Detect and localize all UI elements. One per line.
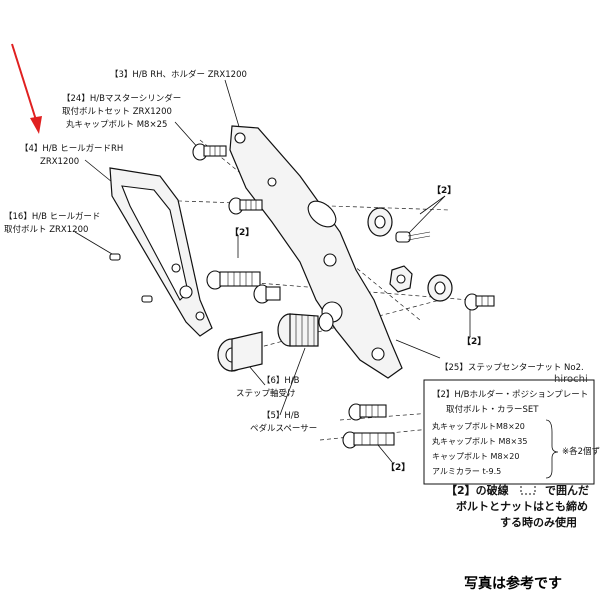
label-heel-guard-rh-2: ZRX1200 xyxy=(40,157,79,167)
label-center-nut: 【25】ステップセンターナット No2. xyxy=(440,363,584,373)
label-heel-guard-bolt-1: 【16】H/B ヒールガード xyxy=(4,211,100,222)
set-box-title-1: 【2】H/Bホルダー・ポジションプレート xyxy=(432,389,588,400)
heel-guard-bolt xyxy=(109,253,153,303)
label-ref-2-mid: 【2】 xyxy=(230,227,254,238)
label-master-cylinder-3: 丸キャップボルト M8×25 xyxy=(66,119,167,130)
footnote-line-1: 【2】の破線 xyxy=(446,483,509,497)
lower-bolt-set xyxy=(342,403,395,449)
brace-icon xyxy=(545,419,559,479)
label-heel-guard-bolt-2: 取付ボルト ZRX1200 xyxy=(4,224,88,235)
footnote-line-2: ボルトとナットはとも締め xyxy=(456,499,588,513)
label-step-bearing-2: ステップ軸受け xyxy=(236,388,296,399)
label-pedal-spacer-1: 【5】H/B xyxy=(262,411,300,421)
label-step-bearing-1: 【6】H/B xyxy=(262,376,300,386)
heel-guard-plate xyxy=(109,167,213,337)
set-box-item-1: 丸キャップボルトM8×20 xyxy=(432,421,525,431)
bolt-set-box xyxy=(423,379,595,485)
dashed-box-icon xyxy=(520,483,536,495)
center-nut xyxy=(389,265,453,302)
master-cylinder-bolt xyxy=(192,143,263,215)
footnote-line-3: する時のみ使用 xyxy=(500,515,577,529)
cap-bolt-right xyxy=(464,293,495,311)
label-ref-2-bottom: 【2】 xyxy=(386,462,410,473)
label-master-cylinder-1: 【24】H/Bマスターシリンダー xyxy=(62,93,181,104)
leader-lines xyxy=(74,79,471,463)
reference-note: 写真は参考です xyxy=(464,575,562,592)
footnote-line-1b: で囲んだ xyxy=(545,484,589,497)
label-heel-guard-rh-1: 【4】H/B ヒールガードRH xyxy=(20,143,123,154)
step-bearing xyxy=(217,331,263,372)
label-ref-2-right: 【2】 xyxy=(462,336,486,347)
aluminum-collar xyxy=(367,207,431,243)
position-plate-bolt xyxy=(206,270,281,304)
pedal-spacer xyxy=(277,312,334,347)
label-pedal-spacer-2: ペダルスペーサー xyxy=(250,423,317,434)
watermark: hirochi xyxy=(554,374,588,385)
set-box-item-4: アルミカラー t-9.5 xyxy=(432,467,501,476)
label-holder-rh: 【3】H/B RH、ホルダー ZRX1200 xyxy=(110,69,247,80)
set-box-item-3: キャップボルト M8×20 xyxy=(432,452,519,461)
set-box-qty-note: ※各2個ずつ xyxy=(562,446,600,457)
label-ref-2-top: 【2】 xyxy=(432,185,456,196)
label-master-cylinder-2: 取付ボルトセット ZRX1200 xyxy=(62,106,172,117)
red-arrow-icon xyxy=(11,43,42,134)
set-box-title-2: 取付ボルト・カラーSET xyxy=(446,404,539,415)
set-box-item-2: 丸キャップボルト M8×35 xyxy=(432,436,527,446)
